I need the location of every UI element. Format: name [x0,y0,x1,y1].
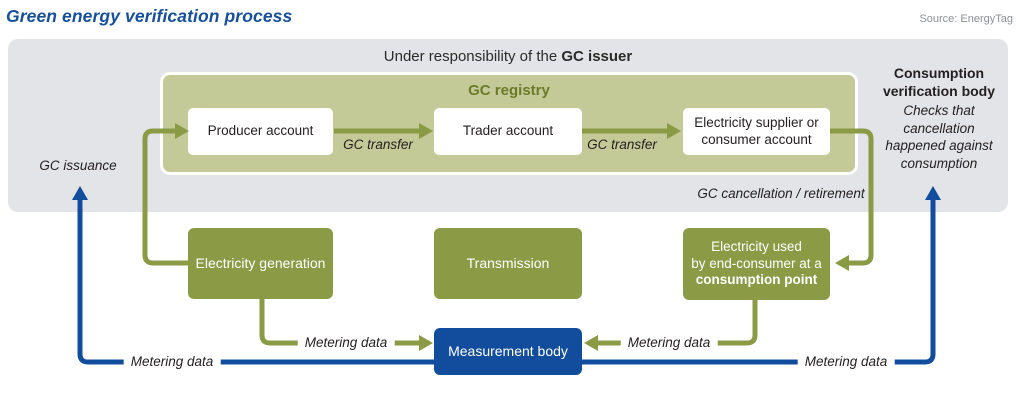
gc-registry-title: GC registry [468,82,550,99]
gc-transfer-label-2: GC transfer [587,137,657,152]
consumption-line-1: Electricity used [711,238,802,254]
gc-transfer-label-1: GC transfer [343,137,413,152]
measurement-body-box: Measurement body [434,328,582,375]
consumption-metering-line [598,300,758,346]
container-label-bold: GC issuer [561,48,633,65]
producer-arrowhead-icon [175,123,189,139]
generation-metering-arrowhead-icon [419,335,433,351]
page-title: Green energy verification process [6,6,293,26]
cancellation-arrowhead-icon [835,255,849,271]
source-credit: Source: EnergyTag [919,13,1013,25]
metering-data-left-label: Metering data [123,353,221,370]
trader-account-box: Trader account [434,108,582,155]
verification-arrowhead-icon [925,186,941,200]
verification-body-subtitle: Checks that cancellation happened agains… [885,103,993,172]
generation-metering-line [259,299,419,346]
consumption-metering-arrowhead-icon [584,335,598,351]
gc-issuance-to-producer-line [142,128,188,266]
consumption-line-2: by end-consumer at a [691,255,822,271]
metering-data-generation-label: Metering data [297,334,395,351]
container-label: Under responsibility of the GC issuer [8,48,1008,65]
verification-body-title: Consumption verification body [882,65,996,100]
gc-cancellation-label: GC cancellation / retirement [697,186,865,201]
electricity-generation-box: Electricity generation [188,228,333,299]
gc-issuance-label: GC issuance [39,158,117,173]
gc-issuance-arrowhead-icon [72,186,88,200]
transmission-box: Transmission [434,228,582,299]
producer-account-box: Producer account [188,108,333,155]
consumption-bold-line: consumption point [695,272,818,288]
transfer-arrowhead-1-icon [419,123,433,139]
consumption-verification-body-block: Consumption verification body Checks tha… [878,64,1000,173]
metering-data-consumption-label: Metering data [620,334,718,351]
container-label-prefix: Under responsibility of the [383,48,562,65]
transfer-arrowhead-2-icon [667,123,681,139]
supplier-consumer-account-box: Electricity supplier or consumer account [683,108,830,155]
gc-cancellation-line [830,128,874,266]
metering-data-right-label: Metering data [797,353,895,370]
